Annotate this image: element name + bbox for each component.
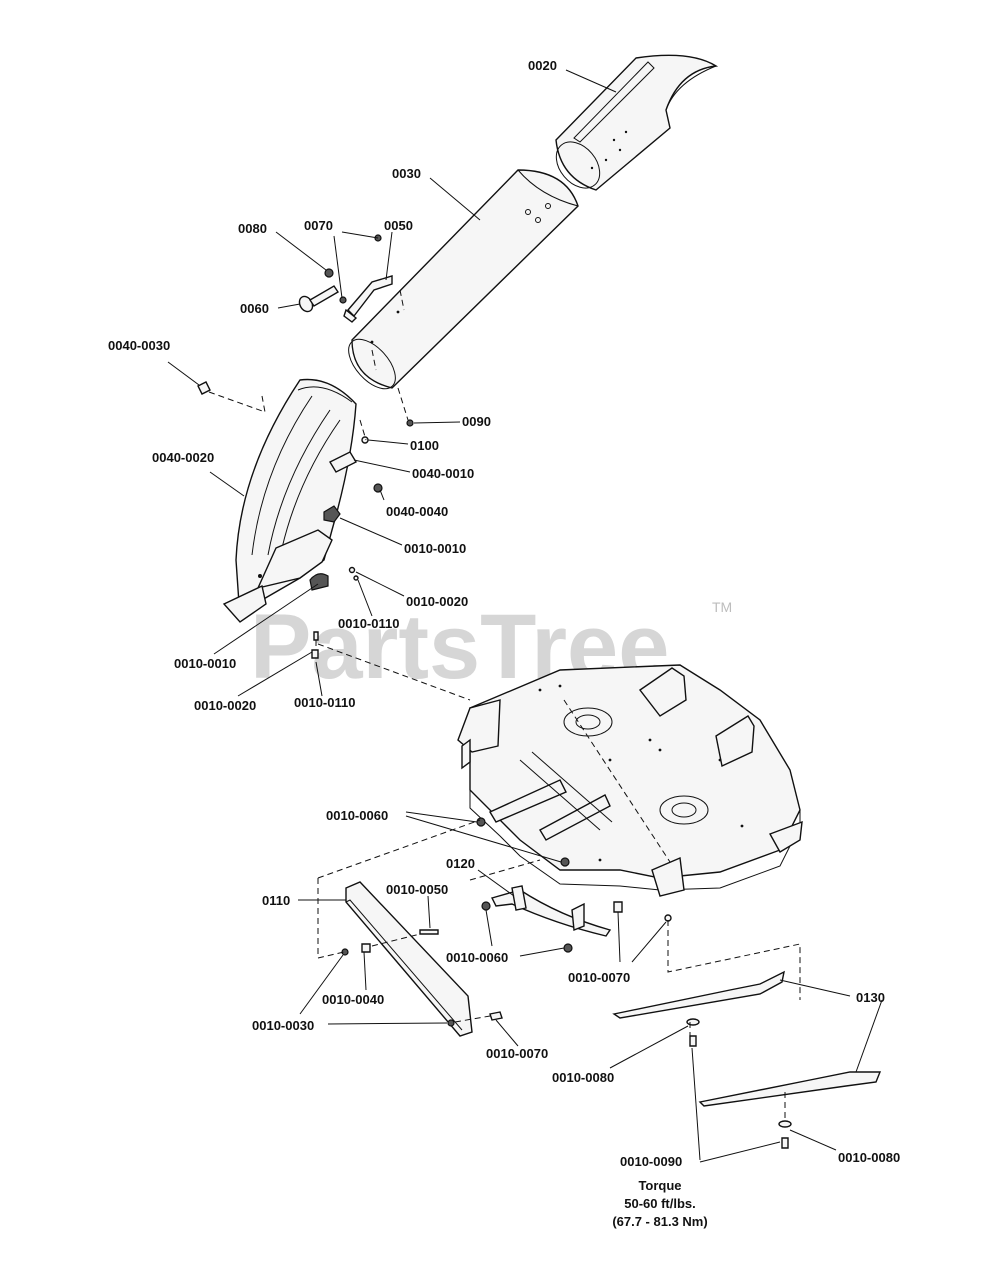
label-0010-0020-lower: 0010-0020 (194, 698, 256, 713)
label-0040-0020: 0040-0020 (152, 450, 214, 465)
label-0040-0040: 0040-0040 (386, 504, 448, 519)
torque-note: Torque 50-60 ft/lbs. (67.7 - 81.3 Nm) (612, 1178, 707, 1229)
label-0090: 0090 (462, 414, 491, 429)
callout-labels: 0020 0030 0050 0070 0080 0060 0040-0030 … (108, 58, 900, 1169)
label-0030: 0030 (392, 166, 421, 181)
label-0080: 0080 (238, 221, 267, 236)
label-0120: 0120 (446, 856, 475, 871)
label-0010-0070-lower: 0010-0070 (486, 1046, 548, 1061)
label-0010-0060-lower: 0010-0060 (446, 950, 508, 965)
label-0010-0030: 0010-0030 (252, 1018, 314, 1033)
label-0010-0070-upper: 0010-0070 (568, 970, 630, 985)
part-0130-blades (612, 970, 882, 1149)
torque-title: Torque (638, 1178, 681, 1193)
mower-deck (457, 664, 803, 897)
chute-hardware (197, 234, 414, 659)
label-0050: 0050 (384, 218, 413, 233)
torque-range-metric: (67.7 - 81.3 Nm) (612, 1214, 707, 1229)
label-0010-0110-upper: 0010-0110 (338, 616, 399, 631)
label-0010-0040: 0010-0040 (322, 992, 384, 1007)
label-0100: 0100 (410, 438, 439, 453)
label-0010-0020-upper: 0010-0020 (406, 594, 468, 609)
label-0010-0080-right: 0010-0080 (838, 1150, 900, 1165)
label-0010-0010-lower: 0010-0010 (174, 656, 236, 671)
label-0040-0010: 0040-0010 (412, 466, 474, 481)
part-0040-0020-lower-chute (222, 378, 357, 623)
label-0110: 0110 (262, 893, 290, 908)
watermark-trademark: TM (712, 599, 732, 615)
part-0030-chute-tube (348, 169, 579, 390)
torque-range-imperial: 50-60 ft/lbs. (624, 1196, 696, 1211)
part-0020-chute-top (555, 54, 719, 191)
label-0020: 0020 (528, 58, 557, 73)
label-0010-0050: 0010-0050 (386, 882, 448, 897)
label-0010-0090: 0010-0090 (620, 1154, 682, 1169)
label-0010-0110-lower: 0010-0110 (294, 695, 355, 710)
label-0010-0060-upper: 0010-0060 (326, 808, 388, 823)
label-0040-0030: 0040-0030 (108, 338, 170, 353)
leader-lines (167, 69, 883, 1163)
label-0070: 0070 (304, 218, 333, 233)
label-0010-0080-left: 0010-0080 (552, 1070, 614, 1085)
deck-lower-parts (341, 817, 672, 1037)
label-0010-0010-upper: 0010-0010 (404, 541, 466, 556)
label-0060: 0060 (240, 301, 269, 316)
label-0130: 0130 (856, 990, 885, 1005)
